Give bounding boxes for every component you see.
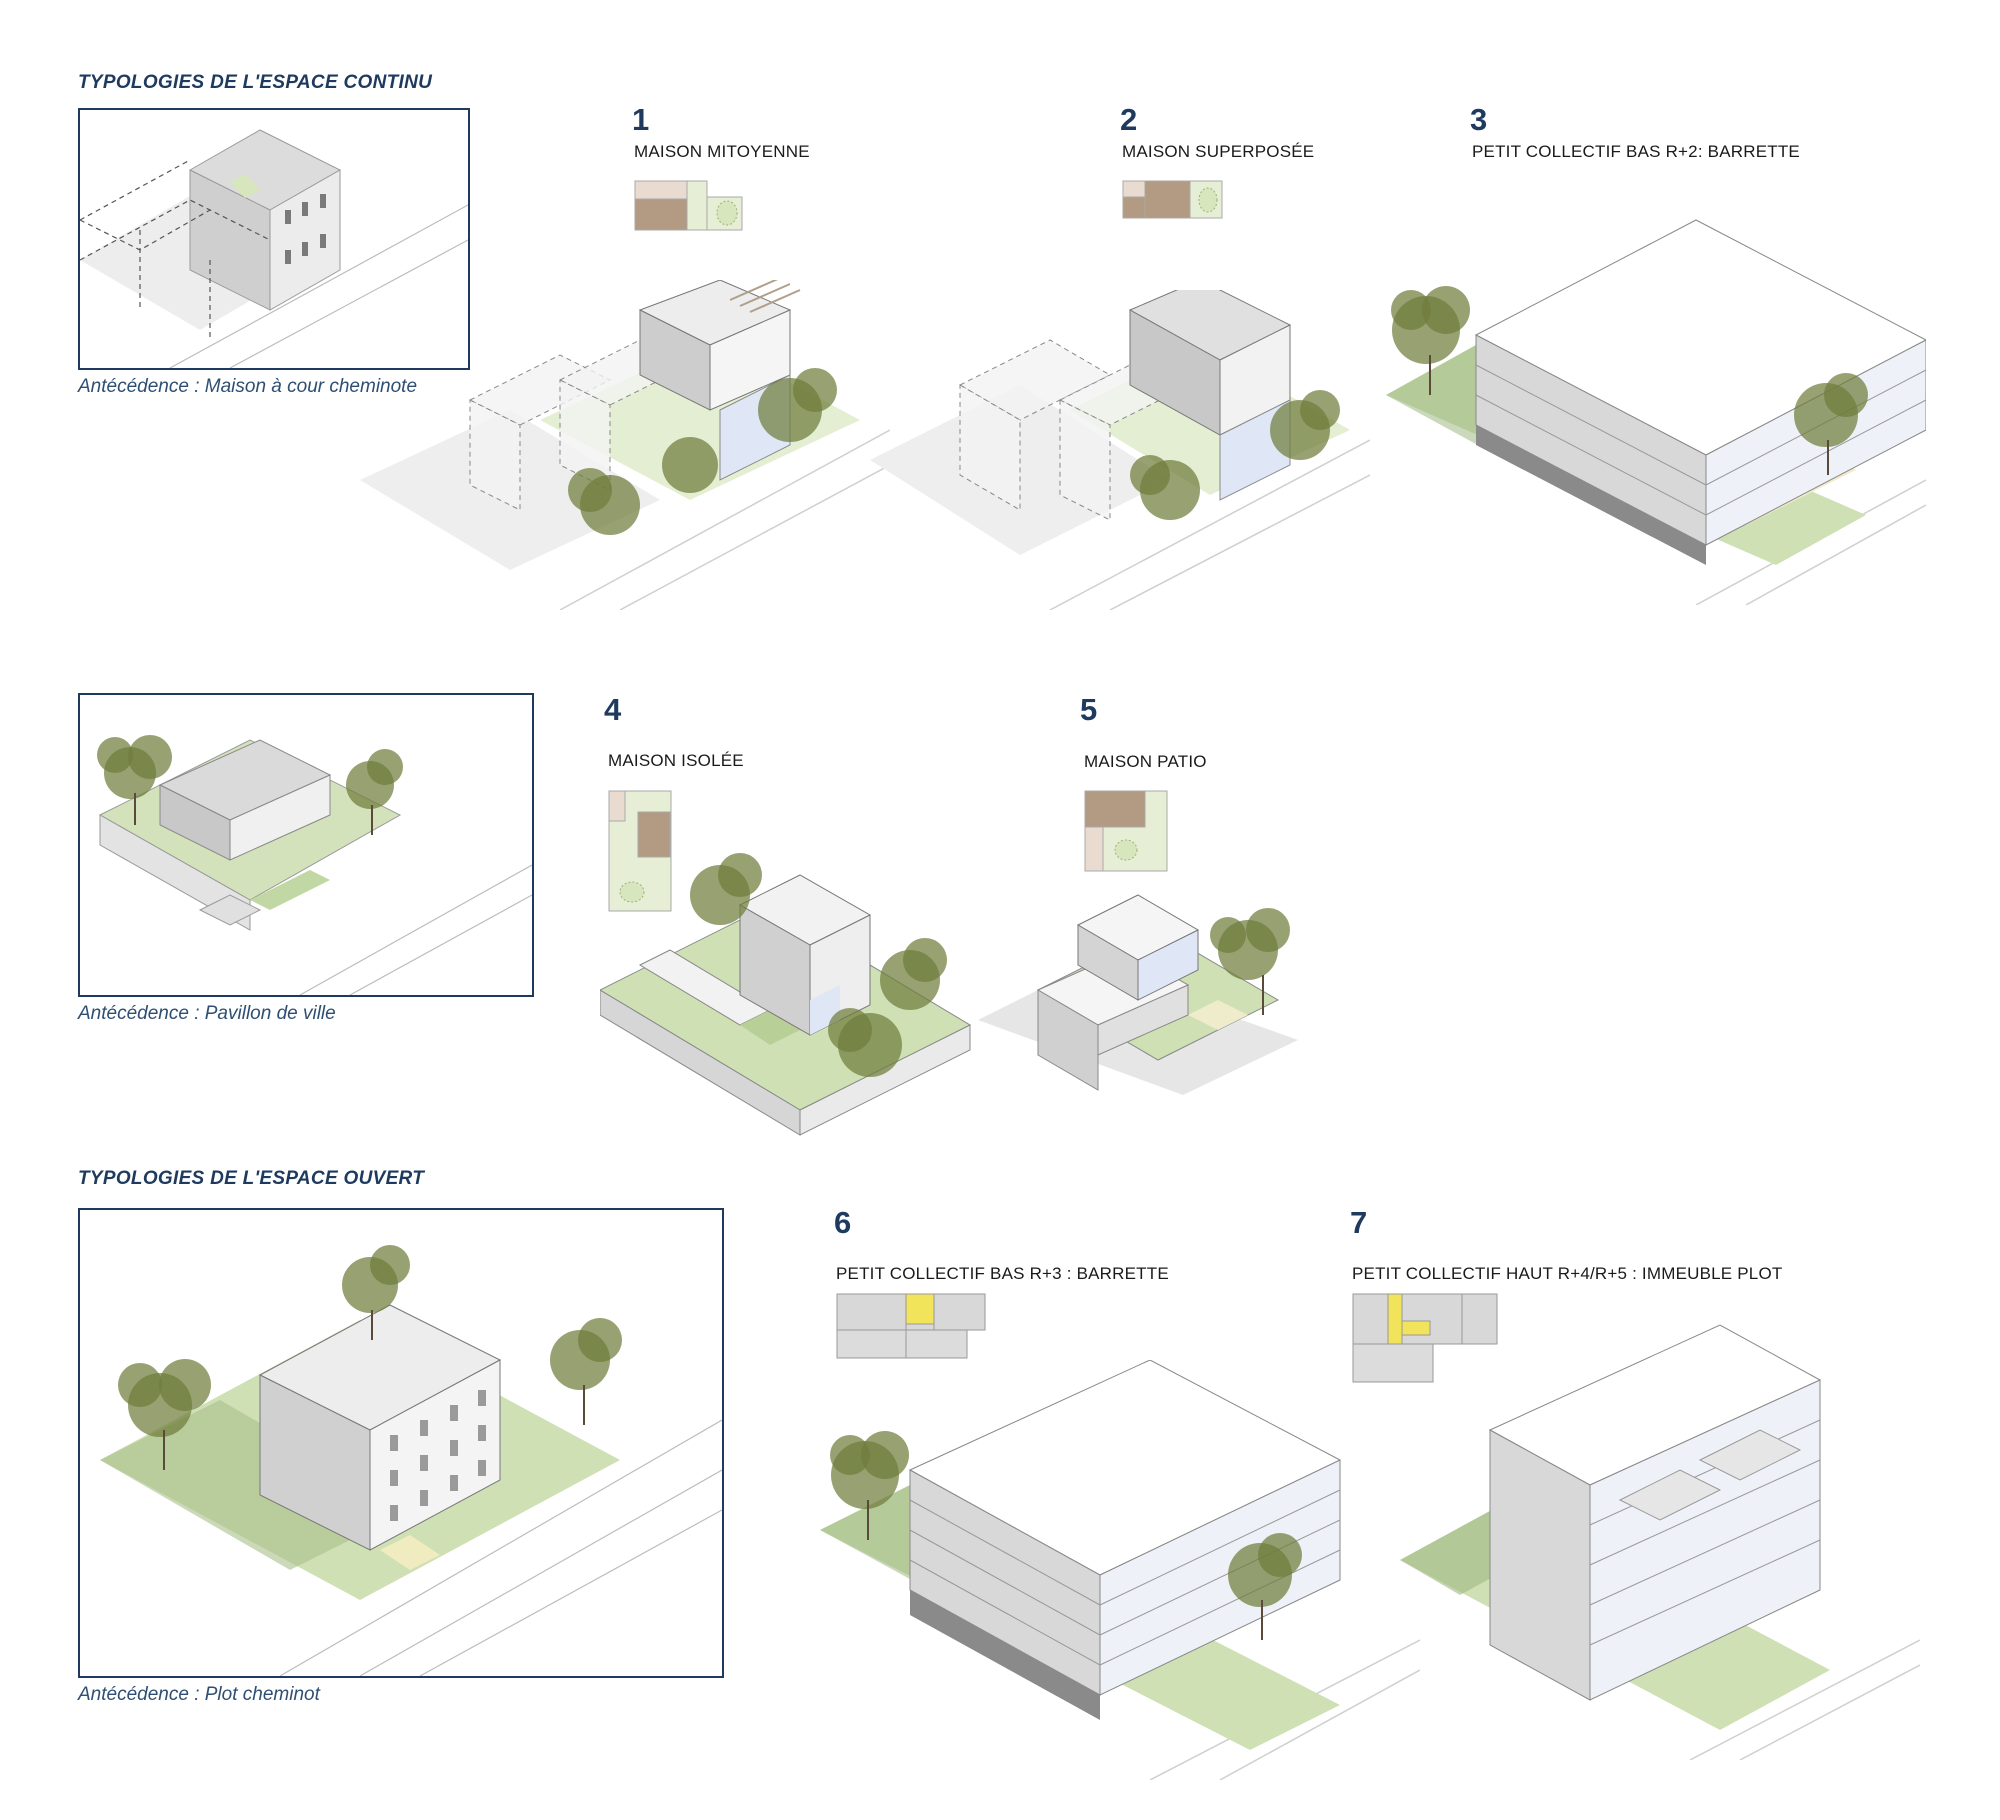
axonometric-1 xyxy=(360,280,890,610)
typology-number-7: 7 xyxy=(1350,1205,1368,1240)
typology-label-1: MAISON MITOYENNE xyxy=(634,142,810,161)
typology-number-2: 2 xyxy=(1120,102,1138,137)
plan-diagram-4 xyxy=(608,790,672,912)
typology-number-6: 6 xyxy=(834,1205,852,1240)
plan-diagram-2 xyxy=(1122,180,1224,220)
typology-number-1: 1 xyxy=(632,102,650,137)
axonometric-7 xyxy=(1400,1290,1920,1760)
typology-label-5: MAISON PATIO xyxy=(1084,752,1207,771)
typology-label-7: PETIT COLLECTIF HAUT R+4/R+5 : IMMEUBLE … xyxy=(1352,1264,1783,1283)
section-title-continu: TYPOLOGIES DE L'ESPACE CONTINU xyxy=(78,72,433,93)
antecedent-caption-2: Antécédence : Pavillon de ville xyxy=(78,1003,336,1024)
typology-number-3: 3 xyxy=(1470,102,1488,137)
plan-diagram-6 xyxy=(836,1293,986,1359)
typology-label-3: PETIT COLLECTIF BAS R+2: BARRETTE xyxy=(1472,142,1800,161)
axonometric-2 xyxy=(870,290,1370,610)
typology-label-6: PETIT COLLECTIF BAS R+3 : BARRETTE xyxy=(836,1264,1169,1283)
typology-label-2: MAISON SUPERPOSÉE xyxy=(1122,142,1315,161)
plan-diagram-1 xyxy=(634,180,744,232)
antecedent-illustration-1 xyxy=(78,108,470,370)
axonometric-3 xyxy=(1386,215,1926,605)
antecedent-illustration-3 xyxy=(78,1208,724,1678)
antecedent-illustration-2 xyxy=(78,693,534,997)
axonometric-4 xyxy=(600,850,980,1140)
plan-diagram-5 xyxy=(1084,790,1168,872)
antecedent-caption-1: Antécédence : Maison à cour cheminote xyxy=(78,376,418,397)
typology-number-4: 4 xyxy=(604,692,622,727)
axonometric-5 xyxy=(978,890,1318,1110)
typology-number-5: 5 xyxy=(1080,692,1098,727)
antecedent-caption-3: Antécédence : Plot cheminot xyxy=(78,1684,320,1705)
section-title-ouvert: TYPOLOGIES DE L'ESPACE OUVERT xyxy=(78,1168,425,1189)
axonometric-6 xyxy=(820,1360,1420,1780)
plan-diagram-7 xyxy=(1352,1293,1498,1383)
typology-label-4: MAISON ISOLÉE xyxy=(608,751,744,770)
